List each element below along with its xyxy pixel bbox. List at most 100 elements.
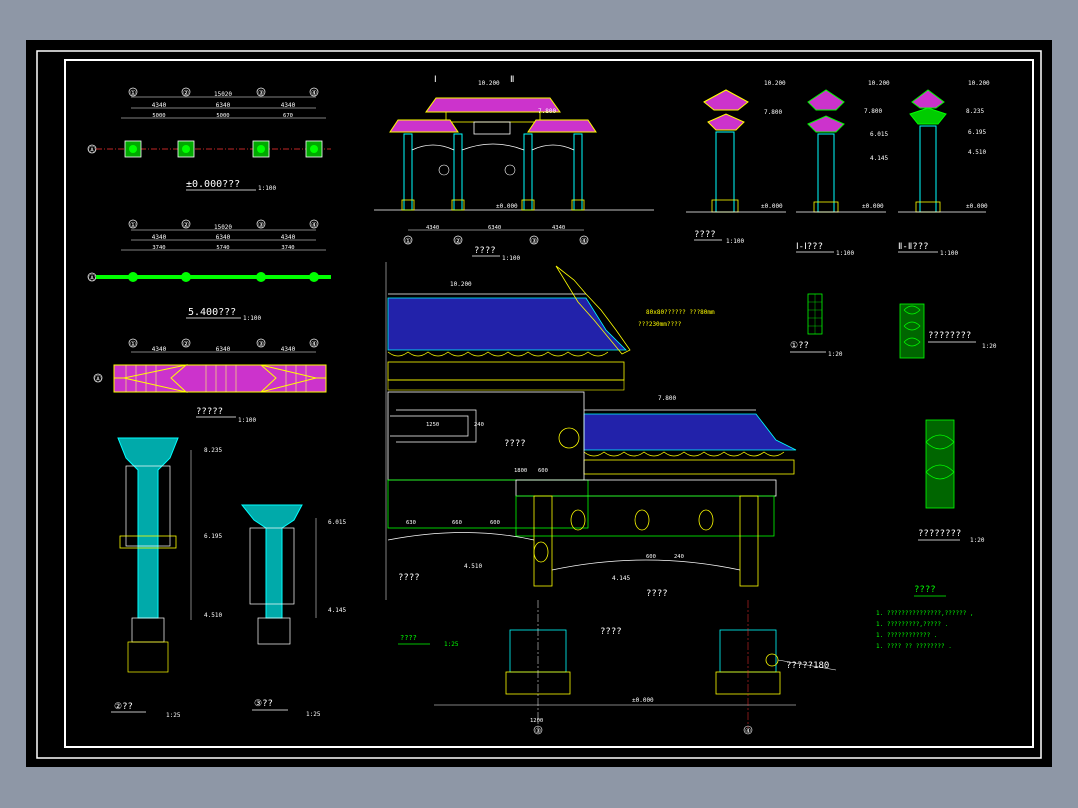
section2-title: Ⅱ-Ⅱ??? [898, 242, 929, 252]
big-label-a: ???? [504, 439, 526, 449]
plan1-total-dim: 15020 [214, 91, 232, 98]
side1-top: 10.200 [764, 80, 786, 87]
section1-l2: 6.015 [870, 131, 888, 138]
drawing-canvas: ① ② ③ ④ Ⓐ 15020 4340 6340 4340 5000 5000… [36, 50, 1042, 759]
detail2-scale: 1:25 [166, 712, 181, 719]
side-views: 10.200 7.800 ±0.000 ???? 1:100 10.200 7.… [686, 80, 990, 257]
plan2-dim-fine-2: 5740 [216, 245, 229, 251]
notes-title: ???? [914, 585, 936, 595]
small-d1-scale: 1:20 [828, 351, 843, 358]
roof-axis-1: ① [130, 340, 136, 348]
detail2-level-2: 6.195 [204, 533, 222, 540]
plan1-axis-2: ② [183, 89, 189, 97]
big-dim-8: 600 [646, 554, 656, 560]
elev-dim-3: 4340 [552, 225, 565, 231]
big-dim-3: 1800 [514, 468, 527, 474]
plan2-dim-mid-1: 4340 [152, 234, 167, 241]
detail2-label: ②?? [114, 702, 133, 712]
plan1-scale: 1:100 [258, 185, 276, 192]
roof-dim-3: 4340 [281, 346, 296, 353]
big-dim-10: 1200 [530, 718, 543, 724]
big-label-d: ???? [600, 627, 622, 637]
plan2-dim-fine-3: 3740 [281, 245, 294, 251]
notes-line-3: 1. ???????????? . [876, 632, 937, 639]
plan2-dim-mid-2: 6340 [216, 234, 231, 241]
plan2-dim-fine-1: 3740 [152, 245, 165, 251]
section2-top: 10.200 [968, 80, 990, 87]
big-dim-1: 1250 [426, 422, 439, 428]
plan1-axis-4: ④ [311, 89, 317, 97]
roof-plan-scale: 1:100 [238, 417, 256, 424]
side1-mid: 7.800 [764, 109, 782, 116]
plan2-row-axis: Ⓐ [89, 274, 96, 282]
detail2-level-3: 4.510 [204, 612, 222, 619]
plan1-dim-fine-3: 670 [283, 113, 293, 119]
side1-base: ±0.000 [761, 203, 783, 210]
roof-plan-title: ????? [196, 407, 223, 417]
elev-axis-1: ① [405, 237, 411, 245]
roof-plan: ① ② ③ ④ Ⓐ 4340 6340 4340 ????? 1:100 [93, 338, 327, 424]
big-dim-2: 240 [474, 422, 484, 428]
detail3-level-2: 4.145 [328, 607, 346, 614]
side1-title: ???? [694, 230, 716, 240]
big-dim-9: 240 [674, 554, 684, 560]
detail-3-column: 6.015 4.145 ③?? 1:25 [240, 504, 346, 718]
big-axis-3: ③ [535, 727, 541, 735]
big-mid-level: 7.800 [658, 395, 676, 402]
small-d1-label: ①?? [790, 341, 809, 351]
plan1-title: ±0.000??? [186, 179, 240, 190]
large-detail: ③ ④ 10.200 7.800 ±0.000 80x80?????? ???8… [385, 262, 837, 735]
elev-dim-2: 6340 [488, 225, 501, 231]
roof-axis-3: ③ [258, 340, 264, 348]
section1-mid: 7.800 [864, 108, 882, 115]
big-dim-6: 660 [452, 520, 462, 526]
section1-l3: 4.145 [870, 155, 888, 162]
plan1-axis-3: ③ [258, 89, 264, 97]
elev-section-mark-1: Ⅰ [434, 75, 437, 85]
section1-title: Ⅰ-Ⅰ??? [796, 242, 823, 252]
side1-scale: 1:100 [726, 238, 744, 245]
panel2-scale: 1:20 [970, 537, 985, 544]
section2-l2: 6.195 [968, 129, 986, 136]
main-elevation: 10.200 7.800 ±0.000 Ⅰ Ⅱ ① ② ③ ④ 4340 634… [374, 75, 654, 262]
elev-top-level: 10.200 [478, 80, 500, 87]
elev-base-level: ±0.000 [496, 203, 518, 210]
section2-scale: 1:100 [940, 250, 958, 257]
big-detail-scale: 1:25 [444, 641, 459, 648]
big-detail-title: ???? [400, 634, 417, 642]
big-level-1: 4.510 [464, 563, 482, 570]
plan-view-2: ① ② ③ ④ Ⓐ 15020 4340 6340 4340 3740 5740… [87, 219, 331, 322]
detail3-label: ③?? [254, 699, 273, 709]
section1-base: ±0.000 [862, 203, 884, 210]
roof-axis-2: ② [183, 340, 189, 348]
big-top-level: 10.200 [450, 281, 472, 288]
notes-line-2: 1. ?????????,????? . [876, 621, 948, 628]
plan2-axis-4: ④ [311, 221, 317, 229]
plan2-total-dim: 15020 [214, 224, 232, 231]
panel1-label: ???????? [928, 331, 971, 341]
plan2-axis-1: ① [130, 221, 136, 229]
big-note-2: ???230mm???? [638, 321, 682, 328]
section1-top: 10.200 [868, 80, 890, 87]
panel1-scale: 1:20 [982, 343, 997, 350]
small-details: ①?? 1:20 ???????? 1:20 ???????? 1:20 [790, 293, 997, 544]
roof-dim-1: 4340 [152, 346, 167, 353]
big-level-2: 4.145 [612, 575, 630, 582]
plan1-dim-mid-1: 4340 [152, 102, 167, 109]
plan1-axis-1: ① [130, 89, 136, 97]
detail2-level-1: 8.235 [204, 447, 222, 454]
big-base-level: ±0.000 [632, 697, 654, 704]
elev-axis-3: ③ [531, 237, 537, 245]
plan1-dim-mid-2: 6340 [216, 102, 231, 109]
section1-scale: 1:100 [836, 250, 854, 257]
elevation-title: ???? [474, 246, 496, 256]
big-dim-5: 630 [406, 520, 416, 526]
detail3-level-1: 6.015 [328, 519, 346, 526]
panel2-label: ???????? [918, 529, 961, 539]
notes-block: ???? 1. ???????????????,?????? , 1. ????… [876, 585, 974, 650]
elev-axis-4: ④ [581, 237, 587, 245]
roof-row-axis: Ⓐ [95, 375, 102, 383]
notes-line-4: 1. ???? ?? ???????? . [876, 643, 952, 650]
plan2-axis-2: ② [183, 221, 189, 229]
plan2-title: 5.400??? [188, 307, 236, 318]
